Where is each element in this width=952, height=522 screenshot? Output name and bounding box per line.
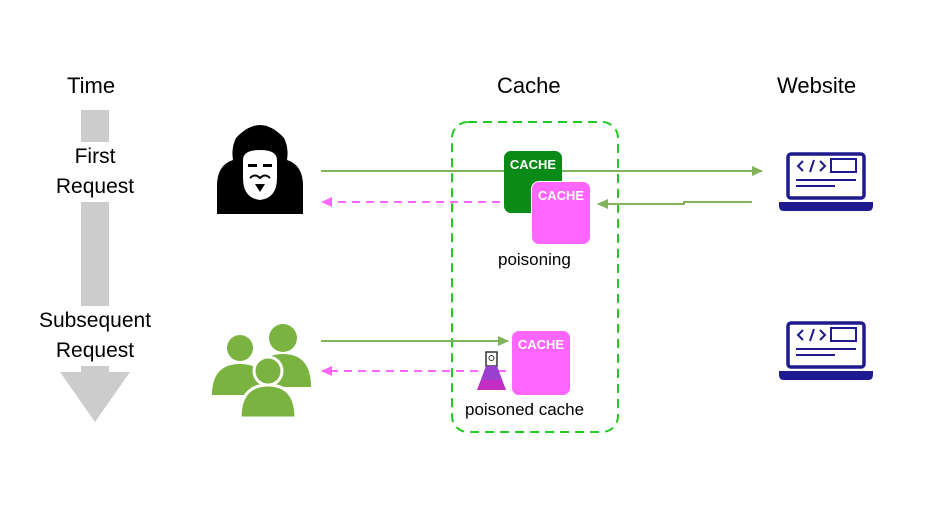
first-request-label-line1: First: [74, 145, 116, 168]
subsequent-request-label: Subsequent Request: [22, 306, 168, 366]
users-icon: [212, 324, 311, 420]
website-column-title: Website: [777, 73, 857, 98]
laptop-code-icon: [779, 321, 873, 380]
cache-column-title: Cache: [497, 73, 561, 98]
cache-boundary: [451, 121, 619, 433]
response-arrow: [597, 199, 752, 209]
poisoned-cache-label: poisoned cache: [465, 400, 585, 419]
subsequent-request-label-line2: Request: [55, 339, 135, 362]
first-request-label-line2: Request: [55, 175, 135, 198]
poisoning-label: poisoning: [498, 250, 571, 269]
laptop-code-icon: [779, 152, 873, 211]
first-request-label: First Request: [45, 142, 145, 202]
cache-tile-poisoning: CACHE: [532, 182, 590, 244]
time-column-title: Time: [67, 73, 116, 98]
subsequent-request-label-line1: Subsequent: [38, 309, 152, 332]
hacker-icon: [217, 125, 303, 214]
cache-tile-poisoned: CACHE: [512, 331, 570, 395]
flask-icon: [477, 351, 506, 390]
